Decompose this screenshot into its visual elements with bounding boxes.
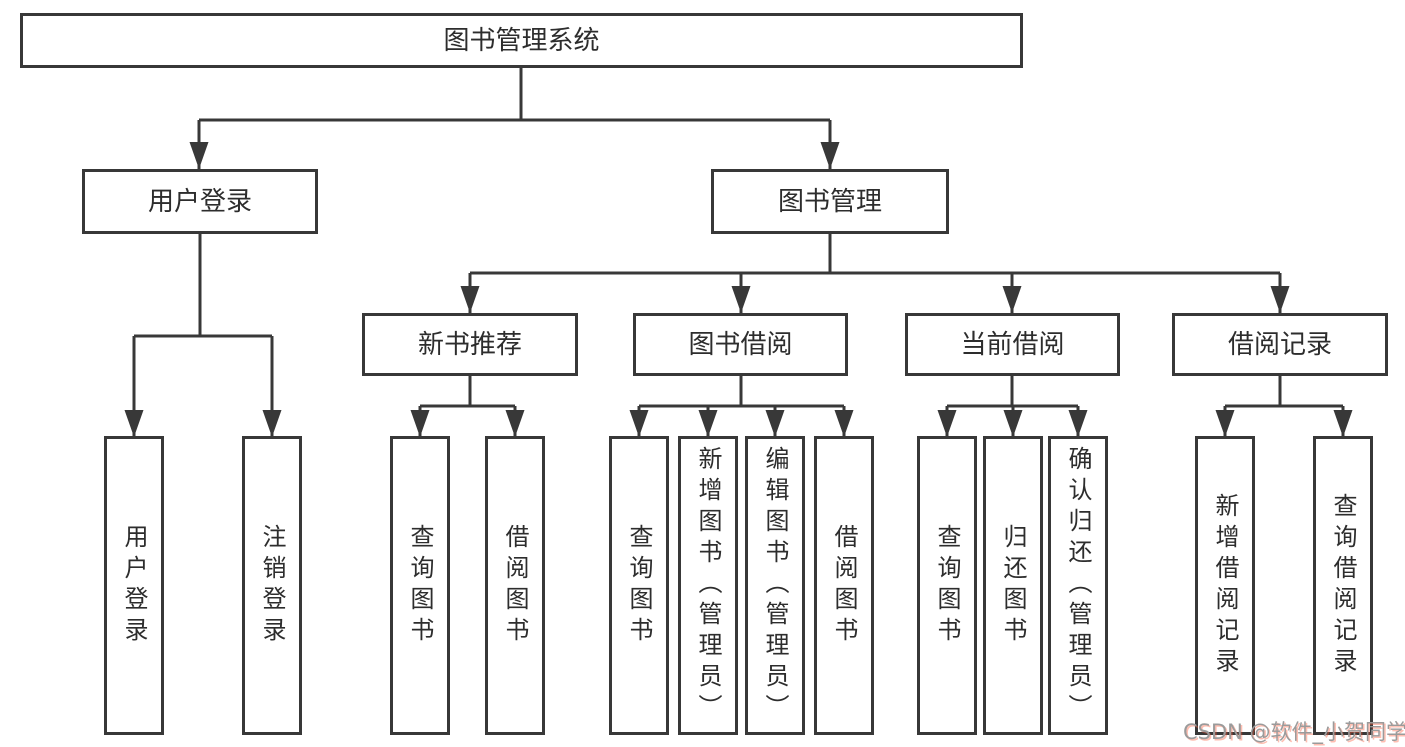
- node-current-borrow: 当前借阅: [905, 313, 1120, 376]
- edge-new-book-recommend-to-leaves: [418, 376, 517, 437]
- leaf-edit-books-admin-label: 编辑图书（管理员）: [761, 446, 789, 725]
- leaf-borrow-books: 借阅图书: [814, 436, 874, 735]
- node-book-borrow-label: 图书借阅: [688, 329, 793, 360]
- node-root-system-label: 图书管理系统: [443, 25, 600, 56]
- arrowhead: [1068, 410, 1088, 437]
- arrowhead: [1215, 410, 1235, 437]
- arrowhead: [124, 410, 144, 437]
- node-user-login-label: 用户登录: [147, 186, 252, 217]
- node-root-system: 图书管理系统: [20, 13, 1023, 68]
- node-book-borrow: 图书借阅: [633, 313, 848, 376]
- leaf-user-login-label: 用户登录: [120, 523, 148, 648]
- leaf-query-borrow-record: 查询借阅记录: [1313, 436, 1373, 735]
- arrowhead: [937, 410, 957, 437]
- leaf-logout-label: 注销登录: [258, 523, 286, 648]
- node-book-management-label: 图书管理: [777, 186, 882, 217]
- leaf-edit-books-admin: 编辑图书（管理员）: [745, 436, 805, 735]
- leaf-query-books-current: 查询图书: [917, 436, 977, 735]
- node-user-login: 用户登录: [82, 169, 318, 234]
- arrowhead: [698, 410, 718, 437]
- leaf-query-books-recommend: 查询图书: [390, 436, 450, 735]
- leaf-confirm-return-admin-label: 确认归还（管理员）: [1064, 446, 1092, 725]
- leaf-add-books-admin-label: 新增图书（管理员）: [694, 446, 722, 725]
- arrowhead: [1333, 410, 1353, 437]
- leaf-query-books-borrow: 查询图书: [609, 436, 669, 735]
- leaf-borrow-books-label: 借阅图书: [830, 523, 858, 648]
- leaf-query-books-current-label: 查询图书: [933, 523, 961, 648]
- leaf-logout: 注销登录: [242, 436, 302, 735]
- node-borrow-record-label: 借阅记录: [1227, 329, 1332, 360]
- arrowhead: [1002, 286, 1022, 313]
- leaf-add-borrow-record: 新增借阅记录: [1195, 436, 1255, 735]
- edge-user-login-to-leaves: [132, 234, 274, 437]
- arrowhead: [820, 142, 840, 169]
- leaf-add-borrow-record-label: 新增借阅记录: [1211, 492, 1239, 679]
- arrowhead: [262, 410, 282, 437]
- node-borrow-record: 借阅记录: [1172, 313, 1388, 376]
- edge-book-borrow-to-leaves: [637, 376, 846, 437]
- arrowhead: [1003, 410, 1023, 437]
- node-new-book-recommend-label: 新书推荐: [417, 329, 522, 360]
- arrowhead: [731, 286, 751, 313]
- node-new-book-recommend: 新书推荐: [362, 313, 578, 376]
- arrowhead: [460, 286, 480, 313]
- leaf-user-login: 用户登录: [104, 436, 164, 735]
- edge-root-to-level1: [197, 68, 832, 169]
- arrowhead: [834, 410, 854, 437]
- leaf-borrow-books-recommend: 借阅图书: [485, 436, 545, 735]
- leaf-borrow-books-recommend-label: 借阅图书: [501, 523, 529, 648]
- arrowhead: [765, 410, 785, 437]
- leaf-add-books-admin: 新增图书（管理员）: [678, 436, 738, 735]
- leaf-return-books-label: 归还图书: [999, 523, 1027, 648]
- node-book-management: 图书管理: [711, 169, 949, 234]
- node-current-borrow-label: 当前借阅: [960, 329, 1065, 360]
- arrowhead: [189, 142, 209, 169]
- leaf-confirm-return-admin: 确认归还（管理员）: [1048, 436, 1108, 735]
- leaf-query-books-borrow-label: 查询图书: [625, 523, 653, 648]
- edge-borrow-record-to-leaves: [1223, 376, 1345, 437]
- leaf-query-borrow-record-label: 查询借阅记录: [1329, 492, 1357, 679]
- leaf-return-books: 归还图书: [983, 436, 1043, 735]
- leaf-query-books-recommend-label: 查询图书: [406, 523, 434, 648]
- arrowhead: [629, 410, 649, 437]
- arrowhead: [410, 410, 430, 437]
- edge-book-management-to-level2: [468, 234, 1282, 313]
- arrowhead: [1270, 286, 1290, 313]
- arrowhead: [505, 410, 525, 437]
